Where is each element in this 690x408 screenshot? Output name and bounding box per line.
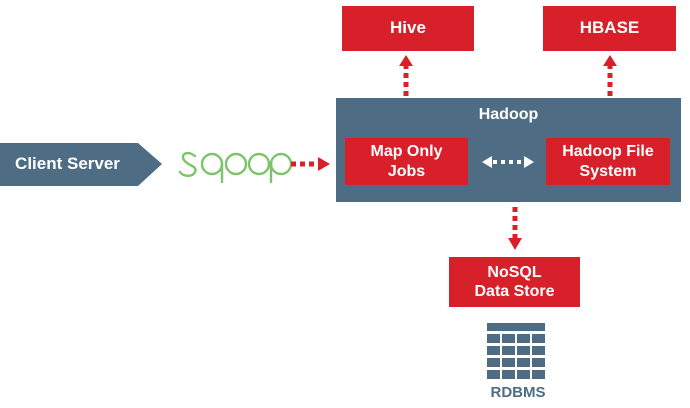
sqoop-logo-icon — [178, 151, 293, 184]
hadoop-file-system-box: Hadoop File System — [546, 138, 670, 185]
hbase-box: HBASE — [543, 6, 676, 51]
hive-box: Hive — [342, 6, 474, 51]
database-table-icon — [487, 323, 545, 379]
hadoop-title: Hadoop — [478, 106, 539, 123]
arrow-hadoop-to-nosql — [508, 207, 522, 250]
client-server-label: Client Server — [15, 154, 120, 173]
arrow-hadoop-to-hive — [399, 55, 413, 96]
bidirectional-arrow-icon — [482, 156, 534, 168]
rdbms-label: RDBMS — [490, 384, 546, 401]
client-server-shape — [0, 143, 162, 186]
arrow-hadoop-to-hbase — [603, 55, 617, 96]
map-only-jobs-box: Map Only Jobs — [345, 138, 468, 185]
hadoop-container: Hadoop Map Only Jobs Hadoop File System — [336, 98, 681, 202]
arrow-sqoop-to-hadoop — [291, 157, 330, 171]
nosql-data-store-box: NoSQL Data Store — [449, 257, 580, 307]
